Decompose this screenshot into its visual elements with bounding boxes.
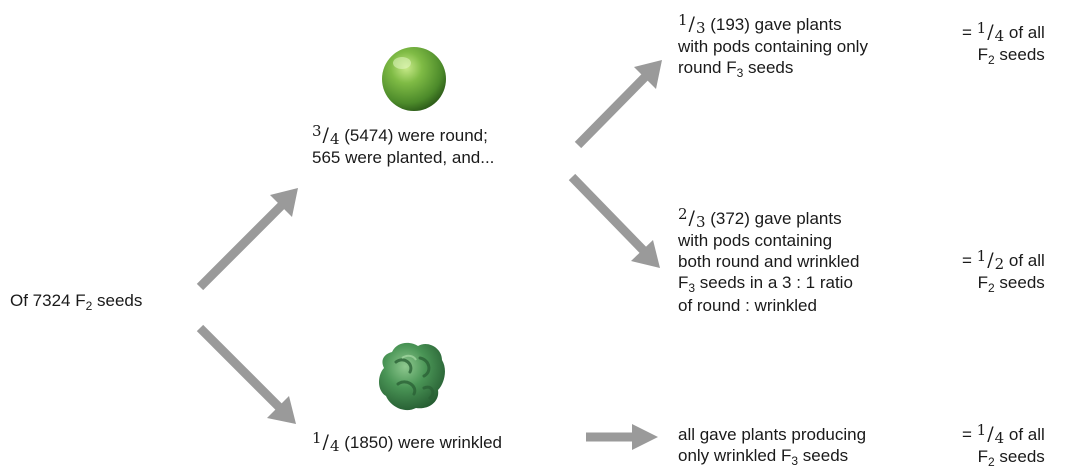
start-text-end: seeds [92, 291, 143, 310]
total-3-text-b: seeds [994, 447, 1045, 466]
total-3-subscript: 2 [988, 455, 995, 469]
wrinkled-frac-num: 1 [312, 429, 322, 447]
outcome3-text-2b: seeds [798, 446, 849, 465]
total-2-subscript: 2 [988, 281, 995, 295]
start-label: Of 7324 F2 seeds [10, 290, 142, 313]
total-2-line-2: F2 seeds [962, 272, 1045, 295]
outcome2-label: 2/3 (372) gave plants with pods containi… [678, 205, 860, 316]
wrinkled-text: (1850) were wrinkled [339, 433, 503, 452]
outcome2-text-5: of round : wrinkled [678, 296, 817, 315]
outcome3-subscript: 3 [791, 454, 799, 468]
total-3-line-2: F2 seeds [962, 446, 1045, 469]
total-2: = 1/2 of all F2 seeds [962, 247, 1045, 295]
total-3-tail: of all [1004, 425, 1045, 444]
outcome1-text-3b: seeds [743, 58, 794, 77]
outcome2-subscript: 3 [688, 281, 696, 295]
total-2-text-a: F [977, 273, 989, 292]
outcome1-label: 1/3 (193) gave plants with pods containi… [678, 11, 868, 80]
total-2-frac-num: 1 [976, 247, 987, 265]
arrow-to-wrinkled [196, 324, 296, 424]
total-3-text-a: F [977, 447, 989, 466]
total-3-eq: = [962, 425, 977, 444]
arrow-to-outcome2 [568, 173, 660, 268]
round-text-2: 565 were planted, and... [312, 148, 495, 167]
total-2-tail: of all [1004, 251, 1045, 270]
total-3-frac-num: 1 [976, 421, 987, 439]
outcome1-frac-den: 3 [695, 19, 706, 37]
total-2-fraction: 1/2 [976, 247, 1005, 273]
outcome3-text-1: all gave plants producing [678, 425, 867, 444]
total-2-text-b: seeds [994, 273, 1045, 292]
outcome2-frac-num: 2 [678, 205, 688, 223]
arrow-to-outcome1 [574, 60, 662, 149]
total-2-line-1: = 1/2 of all [962, 247, 1045, 273]
total-1-fraction: 1/4 [976, 19, 1005, 45]
outcome3-text-2a: only wrinkled F [678, 446, 792, 465]
total-1-frac-num: 1 [976, 19, 987, 37]
total-3-line-1: = 1/4 of all [962, 421, 1045, 447]
outcome2-line-4: F3 seeds in a 3 : 1 ratio [678, 272, 859, 295]
outcome3-line-2: only wrinkled F3 seeds [678, 445, 866, 468]
outcome1-fraction: 1/3 [678, 11, 706, 37]
outcome2-text-3: both round and wrinkled [678, 252, 860, 271]
outcome2-text-4b: seeds in a 3 : 1 ratio [695, 273, 853, 292]
total-1-eq: = [962, 23, 977, 42]
outcome2-fraction: 2/3 [678, 205, 706, 231]
outcome1-subscript: 3 [736, 66, 744, 80]
start-text: Of 7324 F [10, 291, 86, 310]
total-3: = 1/4 of all F2 seeds [962, 421, 1045, 469]
outcome2-line-1: 2/3 (372) gave plants [678, 205, 859, 231]
round-label: 3/4 (5474) were round; 565 were planted,… [312, 122, 495, 168]
total-3-frac-den: 4 [994, 429, 1005, 447]
outcome1-text-3a: round F [678, 58, 737, 77]
round-frac-num: 3 [312, 122, 322, 140]
total-1-text-a: F [977, 45, 989, 64]
total-1-line-1: = 1/4 of all [962, 19, 1045, 45]
outcome2-text-1: (372) gave plants [705, 209, 842, 228]
wrinkled-fraction: 1/4 [312, 429, 340, 455]
total-1-line-2: F2 seeds [962, 44, 1045, 67]
outcome1-line-3: round F3 seeds [678, 57, 868, 80]
outcome2-text-4a: F [678, 273, 689, 292]
wrinkled-pea-icon [379, 342, 445, 411]
outcome1-text-1: (193) gave plants [705, 15, 842, 34]
outcome1-text-2: with pods containing only [678, 37, 868, 56]
arrow-to-outcome3 [586, 424, 658, 450]
arrow-to-round [196, 188, 298, 291]
total-1-tail: of all [1004, 23, 1045, 42]
wrinkled-frac-den: 4 [329, 437, 340, 455]
outcome3-label: all gave plants producing only wrinkled … [678, 424, 866, 468]
round-pea-icon [382, 47, 446, 111]
round-fraction: 3/4 [312, 122, 340, 148]
total-1-frac-den: 4 [994, 27, 1005, 45]
total-1-text-b: seeds [994, 45, 1045, 64]
round-frac-den: 4 [329, 130, 340, 148]
total-1-subscript: 2 [988, 53, 995, 67]
total-1: = 1/4 of all F2 seeds [962, 19, 1045, 67]
wrinkled-label: 1/4 (1850) were wrinkled [312, 429, 503, 455]
round-line-1: 3/4 (5474) were round; [312, 122, 494, 148]
start-subscript: 2 [85, 299, 93, 313]
outcome1-frac-num: 1 [678, 11, 688, 29]
total-3-fraction: 1/4 [976, 421, 1005, 447]
outcome1-line-1: 1/3 (193) gave plants [678, 11, 868, 37]
outcome2-text-2: with pods containing [678, 231, 833, 250]
total-2-frac-den: 2 [994, 255, 1005, 273]
round-text-1: (5474) were round; [339, 126, 488, 145]
total-2-eq: = [962, 251, 977, 270]
outcome2-frac-den: 3 [695, 213, 706, 231]
